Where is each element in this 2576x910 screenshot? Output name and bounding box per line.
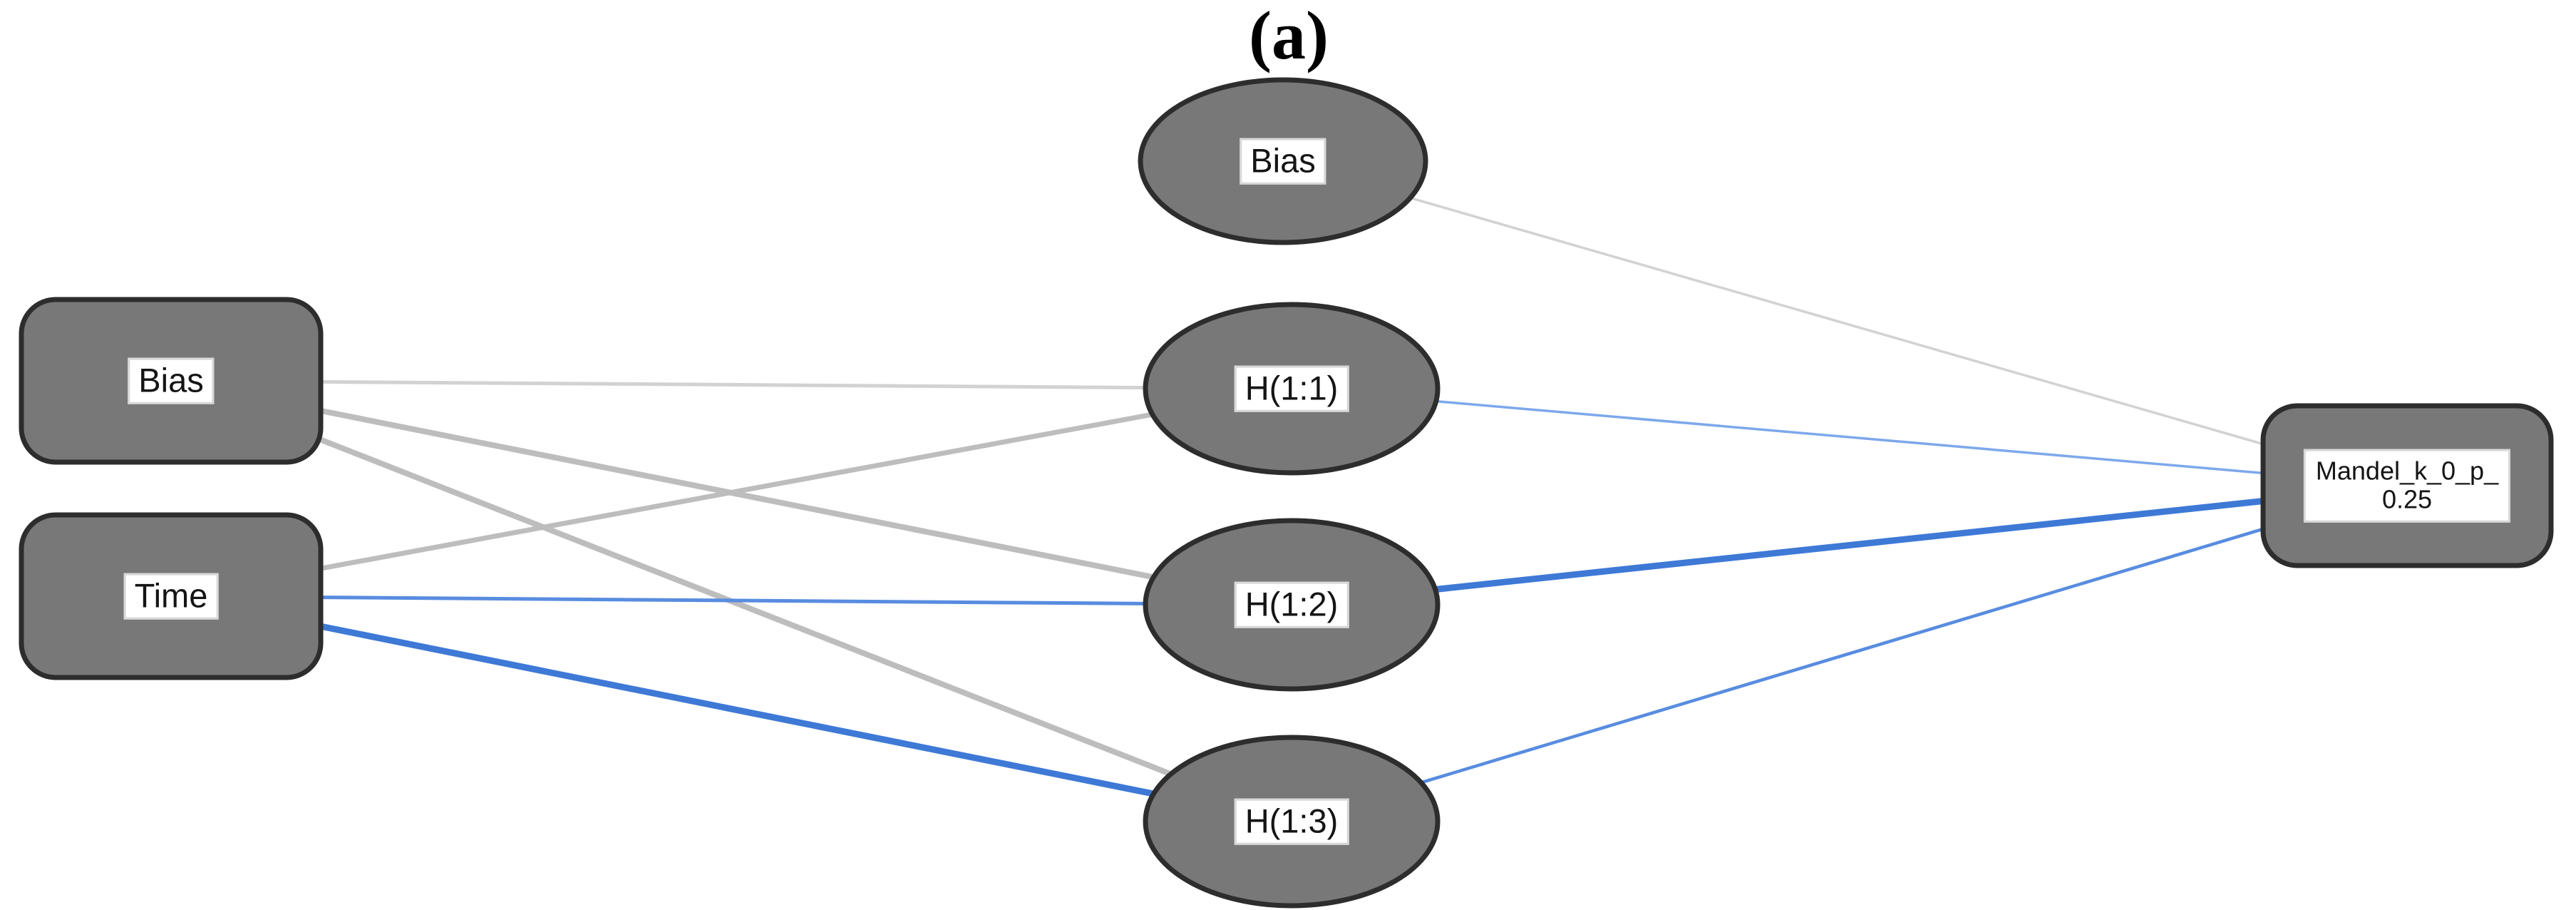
panel-label: (a): [1249, 0, 1329, 73]
edge-h11-to-output: [1291, 387, 2408, 487]
edge-input-time-to-h13: [170, 593, 1292, 825]
edge-input-time-to-h12: [170, 594, 1292, 607]
node-output: [2260, 403, 2554, 568]
edge-input-time-to-h11: [170, 386, 1292, 599]
node-hidden-bias: [1138, 77, 1428, 245]
node-h13: [1143, 735, 1441, 909]
edge-input-bias-to-h11: [170, 379, 1292, 391]
node-h12: [1143, 518, 1441, 692]
edge-h12-to-output: [1291, 482, 2408, 608]
edge-h13-to-output: [1291, 484, 2408, 824]
node-input-bias: [19, 297, 324, 465]
node-input-time: [19, 512, 324, 680]
node-h11: [1143, 302, 1441, 476]
edge-hidden-bias-to-output: [1282, 160, 2408, 487]
